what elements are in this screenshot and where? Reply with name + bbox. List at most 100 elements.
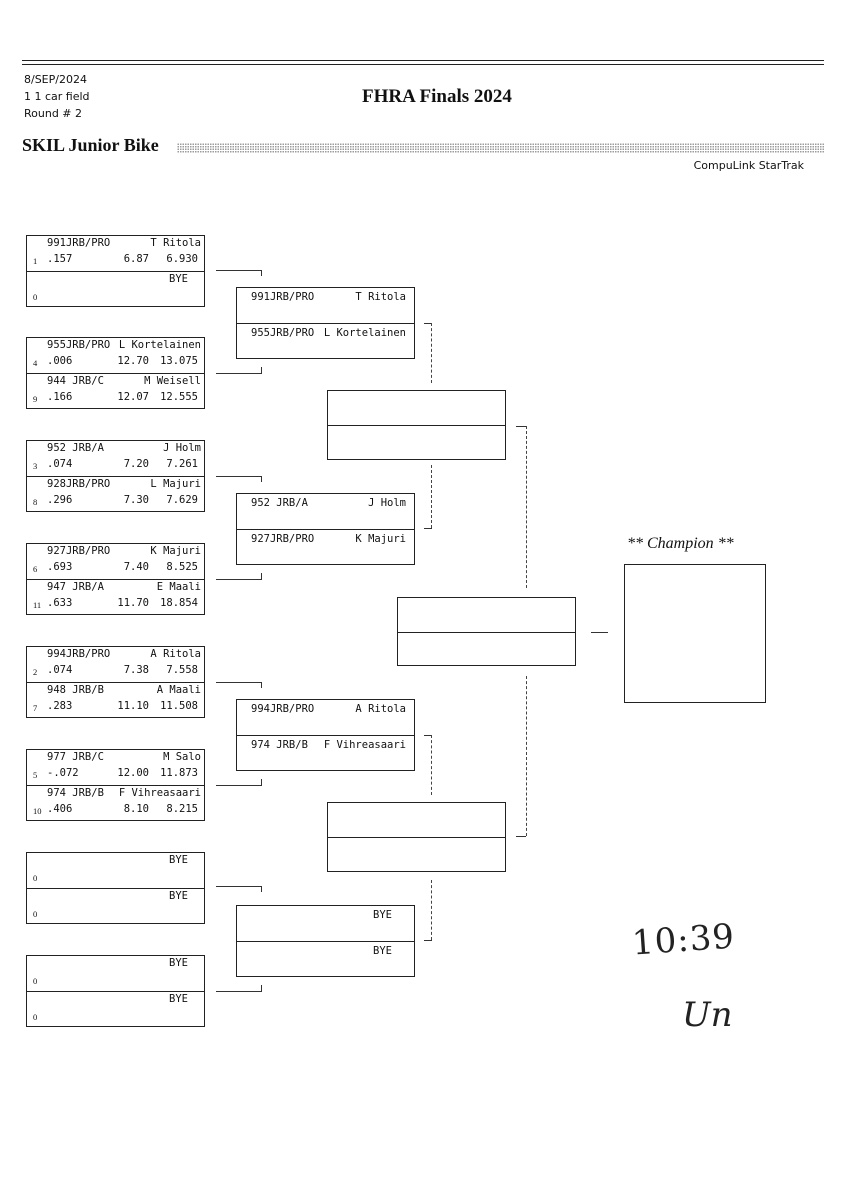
racer-slot: BYE 0 [27,888,204,923]
seed-number: 4 [33,358,38,368]
elapsed-time: 7.261 [166,458,198,470]
connector-line [424,528,432,529]
racer-slot: 994JRB/PRO A Ritola 2 .074 7.38 7.558 [27,647,204,682]
seed-number: 10 [33,806,42,816]
car-number: 955JRB/PRO [47,339,111,351]
top-rule [22,60,824,61]
seed-number: 9 [33,394,38,404]
dial-in: 12.70 [117,355,149,367]
racer-slot: 948 JRB/B A Maali 7 .283 11.10 11.508 [27,682,204,717]
round1-pair-3: 952 JRB/A J Holm 3 .074 7.20 7.261 928JR… [26,440,205,512]
seed-number: 0 [33,873,38,883]
connector-line [261,367,262,373]
racer-slot: 955JRB/PRO L Kortelainen [237,323,414,358]
racer-name: F Vihreasaari [323,739,406,751]
racer-name: T Ritola [150,237,201,249]
bye-label: BYE [169,957,188,969]
brand-label: CompuLink StarTrak [693,159,804,172]
reaction-time: .283 [47,700,73,712]
connector-line [261,886,262,892]
connector-line [516,426,526,427]
dial-in: 6.87 [123,253,149,265]
elapsed-time: 12.555 [160,391,198,403]
racer-name: A Maali [156,684,201,696]
semifinal-pair-1 [327,390,506,460]
handwritten-time: 10:39 [630,916,737,964]
seed-number: 2 [33,667,38,677]
racer-slot: 977 JRB/C M Salo 5 -.072 12.00 11.873 [27,750,204,785]
champion-box [624,564,766,703]
seed-number: 1 [33,256,38,266]
reaction-time: .633 [47,597,73,609]
racer-name: J Holm [163,442,201,454]
car-number: 948 JRB/B [47,684,104,696]
reaction-time: -.072 [47,767,79,779]
dial-in: 11.10 [117,700,149,712]
bye-label: BYE [169,273,188,285]
racer-slot: 974 JRB/B F Vihreasaari 10 .406 8.10 8.2… [27,785,204,820]
racer-slot: 927JRB/PRO K Majuri [237,529,414,564]
racer-slot: BYE 0 [27,853,204,888]
round-number: Round # 2 [24,107,83,120]
elapsed-time: 18.854 [160,597,198,609]
reaction-time: .006 [47,355,73,367]
dial-in: 12.07 [117,391,149,403]
racer-slot [328,837,505,871]
car-number: 955JRB/PRO [251,327,315,339]
dotted-leader [177,143,825,153]
dashed-connector [431,735,432,795]
connector-line [216,682,262,683]
racer-slot: BYE 0 [27,956,204,991]
racer-name: T Ritola [355,291,406,303]
elapsed-time: 13.075 [160,355,198,367]
racer-slot [328,391,505,425]
dashed-connector [431,465,432,528]
connector-line [261,779,262,785]
dial-in: 8.10 [123,803,149,815]
event-date: 8/SEP/2024 [24,73,87,86]
seed-number: 7 [33,703,38,713]
connector-line [216,476,262,477]
car-number: 952 JRB/A [47,442,104,454]
elapsed-time: 8.525 [166,561,198,573]
connector-line [216,373,262,374]
elapsed-time: 8.215 [166,803,198,815]
car-number: 977 JRB/C [47,751,104,763]
racer-name: A Ritola [150,648,201,660]
seed-number: 3 [33,461,38,471]
connector-line [516,836,526,837]
dashed-connector [431,323,432,383]
connector-line [216,886,262,887]
racer-slot: 952 JRB/A J Holm 3 .074 7.20 7.261 [27,441,204,476]
seed-number: 5 [33,770,38,780]
seed-number: 0 [33,292,38,302]
dashed-connector [526,426,527,588]
round2-pair-2: 952 JRB/A J Holm 927JRB/PRO K Majuri [236,493,415,565]
racer-name: L Kortelainen [118,339,201,351]
dial-in: 7.38 [123,664,149,676]
racer-slot: 952 JRB/A J Holm [237,494,414,529]
racer-slot: BYE [237,906,414,941]
connector-line [261,270,262,276]
dial-in: 12.00 [117,767,149,779]
racer-slot: 955JRB/PRO L Kortelainen 4 .006 12.70 13… [27,338,204,373]
car-number: 927JRB/PRO [47,545,111,557]
category-title: SKIL Junior Bike [22,135,159,155]
reaction-time: .157 [47,253,73,265]
racer-name: J Holm [368,497,406,509]
racer-slot: 944 JRB/C M Weisell 9 .166 12.07 12.555 [27,373,204,408]
racer-slot: 927JRB/PRO K Majuri 6 .693 7.40 8.525 [27,544,204,579]
dial-in: 7.20 [123,458,149,470]
racer-slot: 991JRB/PRO T Ritola 1 .157 6.87 6.930 [27,236,204,271]
reaction-time: .693 [47,561,73,573]
racer-slot: BYE 0 [27,991,204,1026]
reaction-time: .296 [47,494,73,506]
dashed-connector [526,676,527,836]
dashed-connector [431,880,432,940]
racer-name: L Majuri [150,478,201,490]
connector-line [261,476,262,482]
round2-pair-4: BYE BYE [236,905,415,977]
field-size: 1 1 car field [24,90,90,103]
reaction-time: .074 [47,458,73,470]
reaction-time: .166 [47,391,73,403]
